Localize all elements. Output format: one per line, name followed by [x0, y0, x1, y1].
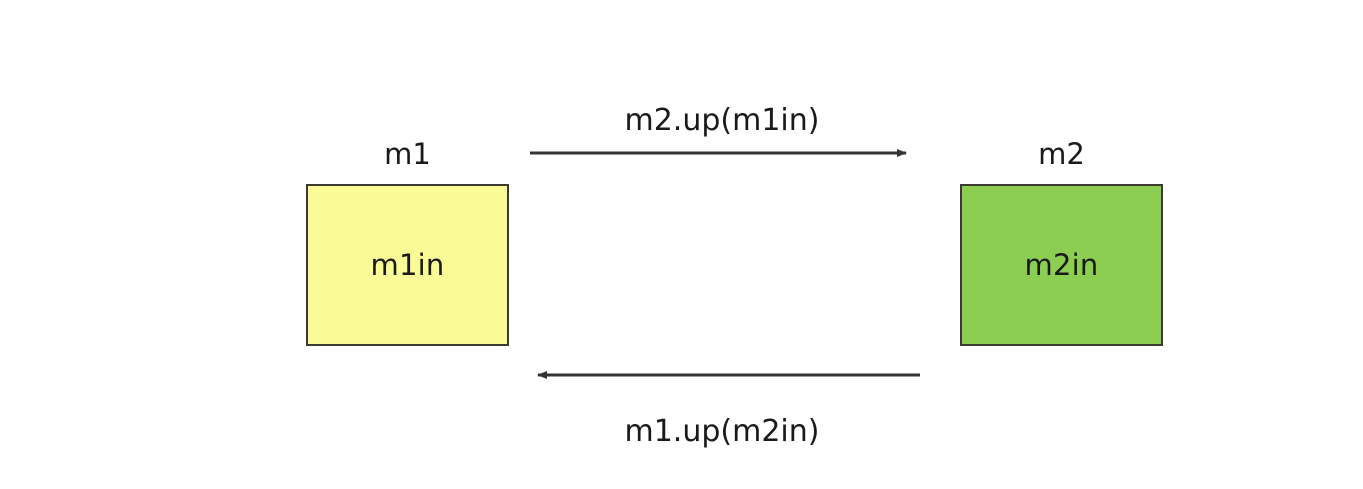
node-inner-label-m1: m1in	[370, 247, 445, 282]
edge-label-m2-to-m1: m1.up(m2in)	[624, 414, 820, 449]
node-inner-label-m2: m2in	[1024, 247, 1099, 282]
node-title-m1: m1	[384, 137, 431, 171]
node-box-m2[interactable]: m2in	[960, 184, 1163, 346]
node-box-m1[interactable]: m1in	[306, 184, 509, 346]
node-title-m2: m2	[1038, 137, 1085, 171]
edge-label-m1-to-m2: m2.up(m1in)	[624, 103, 820, 138]
